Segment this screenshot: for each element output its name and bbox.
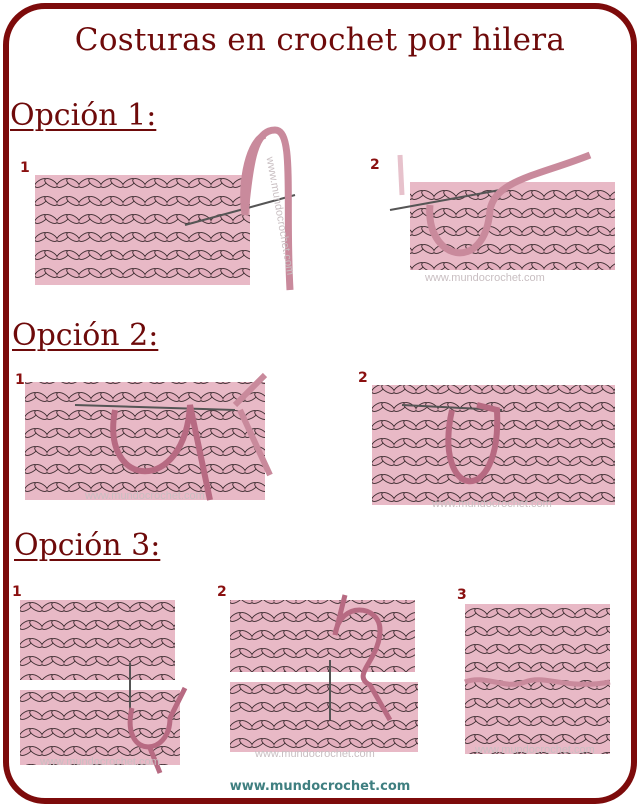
fabric-swatch <box>25 382 265 500</box>
step-number: 2 <box>217 584 227 600</box>
fabric-swatch-bottom <box>20 690 180 765</box>
watermark: www.mundocrochet.com <box>40 756 160 768</box>
fabric-swatch <box>410 182 615 270</box>
step-number: 2 <box>370 157 380 173</box>
yarn-strand <box>445 402 501 485</box>
page-title: Costuras en crochet por hilera <box>74 22 566 58</box>
needle-icon <box>184 194 296 226</box>
fabric-swatch <box>35 175 250 285</box>
seam-line <box>464 677 611 687</box>
illustration-opcion-2-step-2: www.mundocrochet.com <box>372 380 617 515</box>
crochet-swatch <box>35 126 296 291</box>
illustration-opcion-2-step-1: www.mundocrochet.com <box>25 370 285 510</box>
illustration-opcion-3-step-1: www.mundocrochet.com <box>20 598 200 778</box>
section-heading-opcion-1: Opción 1: <box>10 98 157 133</box>
watermark: www.mundocrochet.com <box>85 490 205 502</box>
step-number: 1 <box>12 584 22 600</box>
illustration-opcion-1-step-1: www.mundocrochet.com <box>35 120 305 300</box>
step-number: 1 <box>20 160 30 176</box>
crochet-swatch <box>230 594 418 752</box>
yarn-loop <box>240 131 267 216</box>
illustration-opcion-1-step-2: www.mundocrochet.com <box>389 150 620 290</box>
fabric-swatch-top <box>230 600 415 672</box>
crochet-swatch <box>389 151 615 270</box>
crochet-swatch <box>25 372 273 501</box>
yarn-strand <box>110 404 213 501</box>
section-heading-opcion-2: Opción 2: <box>12 318 159 353</box>
watermark: www.mundocrochet.com <box>255 748 375 760</box>
yarn-strand <box>332 594 393 722</box>
needle-icon <box>74 404 236 411</box>
fabric-swatch-top <box>20 600 175 680</box>
footer-website: www.mundocrochet.com <box>229 779 411 794</box>
needle-icon <box>389 189 501 211</box>
yarn-strand <box>127 686 188 774</box>
crochet-swatch <box>20 600 188 774</box>
watermark: www.mundocrochet.com <box>425 272 545 284</box>
watermark: www.mundocrochet.com <box>475 744 595 756</box>
illustration-opcion-3-step-2: www.mundocrochet.com <box>230 590 430 770</box>
step-number: 3 <box>457 587 467 603</box>
crochet-swatch <box>372 385 615 505</box>
watermark: www.mundocrochet.com <box>432 498 552 510</box>
yarn-tail <box>232 372 273 477</box>
step-number: 1 <box>15 372 25 388</box>
step-number: 2 <box>358 370 368 386</box>
yarn-strand <box>426 151 592 257</box>
section-heading-opcion-3: Opción 3: <box>14 528 161 563</box>
yarn-strand <box>241 126 294 291</box>
yarn-tail <box>397 154 405 196</box>
illustration-opcion-3-step-3: www.mundocrochet.com <box>464 604 615 769</box>
crochet-swatch <box>464 604 611 754</box>
